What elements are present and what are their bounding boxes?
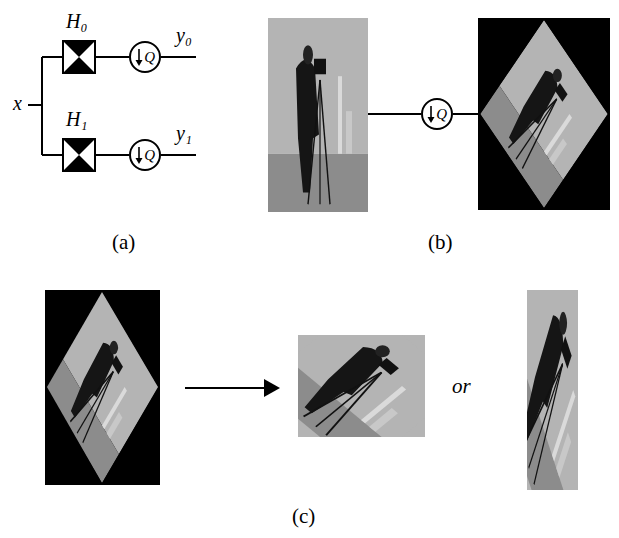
filter-name: H₁ <box>66 108 87 131</box>
downsampler-circle: Q <box>129 139 161 171</box>
rectangular-image <box>258 301 463 471</box>
filter-symbol <box>62 40 96 74</box>
source-image <box>268 18 368 212</box>
downsampling-factor: Q <box>144 50 155 65</box>
panel-label: (c) <box>292 504 315 529</box>
filter-box: H₀ <box>62 40 96 74</box>
wire <box>96 154 129 156</box>
downsampler-circle: Q <box>421 98 453 130</box>
signal-name: x <box>13 92 22 115</box>
filter-box: H₁ <box>62 138 96 172</box>
downsampling-factor: Q <box>436 107 447 122</box>
filter-symbol <box>62 138 96 172</box>
arrow <box>185 379 280 397</box>
panel-label: (b) <box>428 230 453 255</box>
signal-name: y₁ <box>176 122 192 145</box>
quincunx-image <box>478 18 610 210</box>
wire <box>96 56 129 58</box>
note: or <box>452 374 471 399</box>
signal-name: y₀ <box>176 24 192 47</box>
quincunx-image <box>45 290 160 485</box>
filter-name: H₀ <box>66 10 87 33</box>
wires <box>28 57 196 155</box>
downsampler-circle: Q <box>129 41 161 73</box>
rectangular-image <box>499 227 605 538</box>
panel-label: (a) <box>112 230 135 255</box>
downsampling-factor: Q <box>144 148 155 163</box>
